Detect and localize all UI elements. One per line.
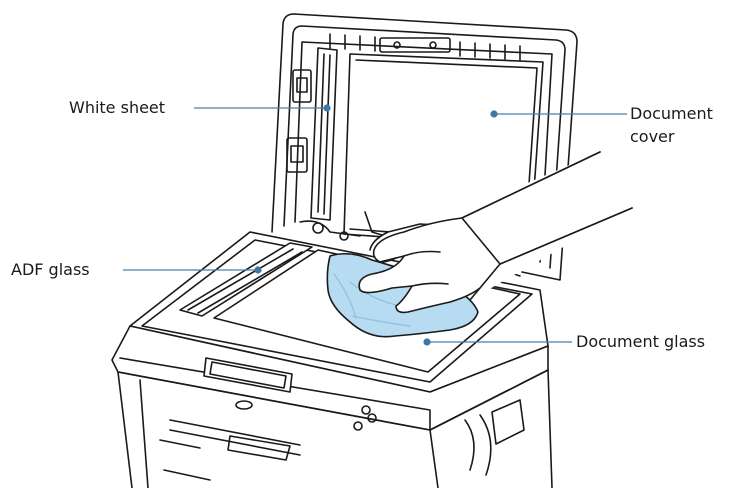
leader-dot-document-glass <box>423 338 430 345</box>
leader-dot-white-sheet <box>323 104 330 111</box>
label-document-cover-line2: cover <box>630 126 674 147</box>
label-adf-glass: ADF glass <box>11 259 90 280</box>
leader-dot-adf-glass <box>254 266 261 273</box>
label-white-sheet: White sheet <box>69 97 165 118</box>
leader-dot-document-cover <box>490 110 497 117</box>
label-document-glass: Document glass <box>576 331 705 352</box>
label-document-cover-line1: Document <box>630 103 713 124</box>
